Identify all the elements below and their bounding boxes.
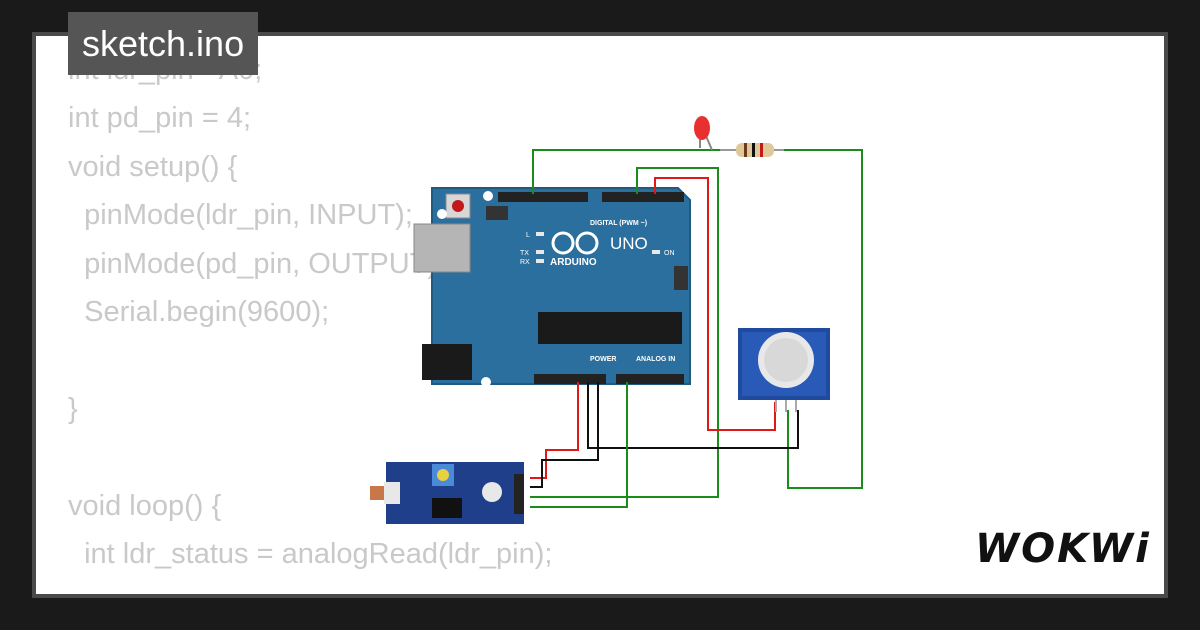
led-red[interactable] bbox=[694, 116, 713, 151]
wire-gnd-ldr bbox=[530, 382, 599, 488]
photoresistor bbox=[370, 486, 384, 500]
code-line: void setup() { bbox=[68, 150, 238, 183]
led-rx-label: RX bbox=[520, 259, 530, 266]
power-label: POWER bbox=[590, 356, 616, 363]
power-header bbox=[534, 374, 606, 384]
wire-5v-ldr bbox=[530, 382, 579, 479]
analog-label: ANALOG IN bbox=[636, 356, 675, 363]
ldr-sensor-module[interactable] bbox=[370, 462, 524, 524]
pir-motion-sensor[interactable] bbox=[738, 328, 830, 412]
code-line: } bbox=[68, 392, 78, 425]
wire-gnd-pir bbox=[587, 382, 799, 449]
resistor[interactable] bbox=[720, 143, 784, 157]
wire-gnd-led bbox=[532, 149, 735, 194]
power-jack bbox=[422, 344, 472, 380]
wire-resistor-pir bbox=[784, 149, 863, 489]
arduino-uno-board[interactable]: UNO ARDUINO DIGITAL (PWM ~) POWER ANALOG… bbox=[413, 187, 691, 387]
digital-label: DIGITAL (PWM ~) bbox=[590, 220, 647, 227]
digital-header-left bbox=[498, 192, 588, 202]
wire-pir-signal bbox=[654, 177, 776, 431]
arduino-logo-icon bbox=[551, 231, 599, 255]
digital-header-right bbox=[602, 192, 684, 202]
code-line: Serial.begin(9600); bbox=[68, 295, 330, 328]
wire-d4-ldr bbox=[530, 167, 719, 498]
wokwi-logo: WOKWi bbox=[975, 526, 1151, 572]
code-line: pinMode(pd_pin, OUTPUT); bbox=[68, 247, 446, 280]
led-tx-label: TX bbox=[520, 250, 529, 257]
atmega-chip bbox=[538, 312, 682, 344]
led-l-label: L bbox=[526, 232, 530, 239]
analog-header bbox=[616, 374, 684, 384]
code-line: pinMode(ldr_pin, INPUT); bbox=[68, 199, 413, 232]
led-on-label: ON bbox=[664, 250, 675, 257]
wires bbox=[530, 149, 863, 508]
board-model: UNO bbox=[610, 234, 648, 253]
reset-button[interactable] bbox=[445, 193, 471, 219]
code-line: int pd_pin = 4; bbox=[68, 102, 252, 135]
file-tab[interactable]: sketch.ino bbox=[68, 12, 259, 75]
wire-a0-ldr bbox=[530, 382, 628, 508]
code-line: void loop() { bbox=[68, 489, 222, 522]
code-line: int ldr_status = analogRead(ldr_pin); bbox=[68, 537, 553, 570]
board-brand: ARDUINO bbox=[550, 257, 597, 268]
usb-port bbox=[413, 223, 471, 273]
